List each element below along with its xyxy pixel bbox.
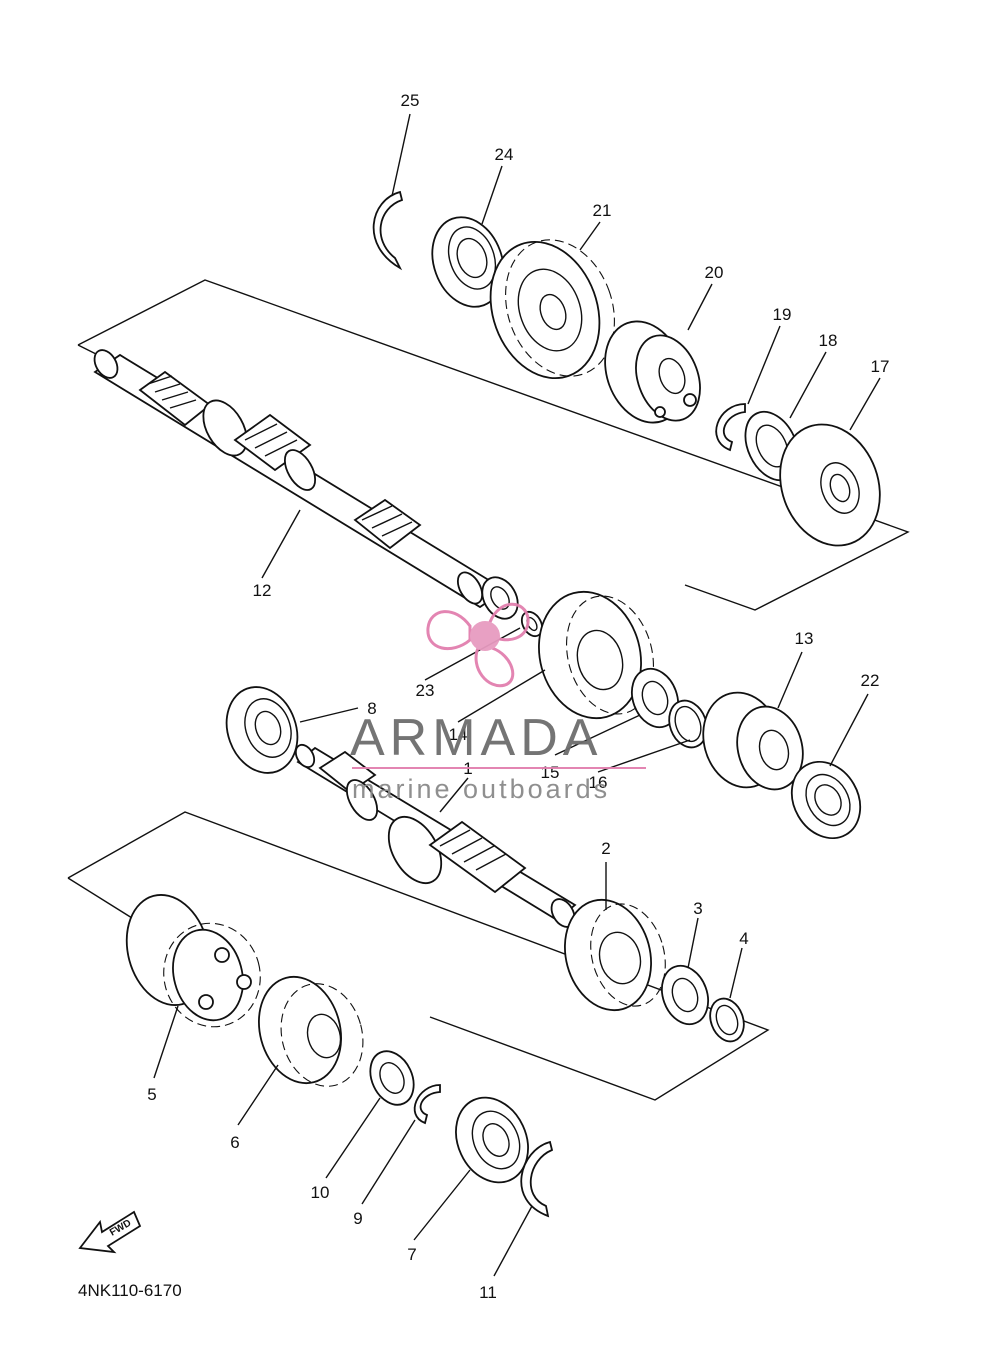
leader-lines [153,113,881,1277]
callout-13: 13 [795,629,814,648]
propeller-logo-icon [426,602,530,688]
callout-8: 8 [367,699,376,718]
watermark-tagline: marine outboards [352,774,610,804]
circlip-part-4 [709,997,745,1043]
callout-2: 2 [601,839,610,858]
gear-part-2 [564,898,666,1012]
upper-group-outline [77,279,910,611]
callout-25: 25 [401,91,420,110]
lower-group-outline [67,811,770,1101]
callout-24: 24 [495,145,514,164]
gear-part-6 [258,975,364,1087]
washer-part-10 [369,1050,415,1106]
callout-16: 16 [589,773,608,792]
bearing-part-24 [431,216,505,308]
gear-part-13 [702,691,804,791]
callout-4: 4 [739,929,748,948]
callout-19: 19 [773,305,792,324]
gear-part-5 [125,894,261,1028]
callout-5: 5 [147,1085,156,1104]
callout-14: 14 [449,725,468,744]
callout-11: 11 [479,1283,497,1302]
gear-part-21 [489,239,615,380]
drive-axle-shaft [294,743,577,928]
callout-6: 6 [230,1133,239,1152]
gear-part-14 [538,590,654,720]
callout-numbers: 25 24 21 20 19 18 17 12 23 14 13 22 8 1 … [147,91,889,1302]
callout-12: 12 [253,581,272,600]
callout-18: 18 [819,331,838,350]
circlip-part-11 [520,1140,554,1218]
washer-part-3 [661,964,709,1026]
callout-17: 17 [871,357,890,376]
callout-23: 23 [416,681,435,700]
circlip-part-25 [372,190,404,271]
circlip-part-19 [715,403,746,452]
callout-21: 21 [593,201,612,220]
bearing-part-22 [790,760,862,840]
main-axle-shaft [93,349,519,620]
armada-watermark: ARMADA marine outboards [350,602,646,804]
callout-20: 20 [705,263,724,282]
washer-part-15 [631,667,679,729]
callout-9: 9 [353,1209,362,1228]
gear-part-20 [604,320,701,424]
gear-part-17 [779,423,881,547]
callout-10: 10 [311,1183,330,1202]
circlip-part-9 [413,1084,441,1125]
circlip-part-16 [668,699,708,749]
callout-7: 7 [407,1245,416,1264]
diagram-code: 4NK110-6170 [78,1281,182,1300]
callout-3: 3 [693,899,702,918]
bearing-part-7 [455,1096,529,1184]
fwd-arrow-icon: FWD [78,1210,142,1254]
bearing-part-8 [225,686,299,774]
watermark-brand: ARMADA [350,709,602,767]
callout-22: 22 [861,671,880,690]
